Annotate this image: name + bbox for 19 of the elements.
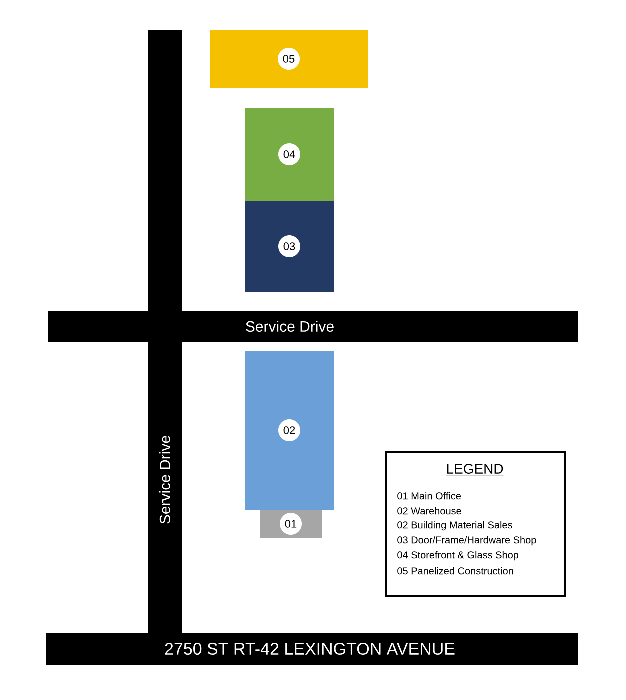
road-label: Service Drive <box>160 436 170 524</box>
road <box>148 342 182 633</box>
legend-entry: 05 Panelized Construction <box>398 567 514 575</box>
legend-entry: 02 Building Material Sales <box>398 521 512 531</box>
road-label: 2750 ST RT-42 LEXINGTON AVENUE <box>165 642 455 656</box>
legend-entry: 03 Door/Frame/Hardware Shop <box>398 536 536 546</box>
road <box>148 30 182 311</box>
road <box>48 311 578 342</box>
legend-entry: 02 Warehouse <box>398 507 462 515</box>
building-block: 02 <box>245 351 334 510</box>
building-block: 01 <box>260 510 322 538</box>
building-block: 05 <box>210 30 368 88</box>
building-block: 03 <box>245 201 334 292</box>
building-block: 04 <box>245 108 334 201</box>
legend-title: LEGEND <box>446 464 504 476</box>
legend-entry: 01 Main Office <box>398 492 462 500</box>
road <box>46 633 578 665</box>
road-label: Service Drive <box>246 321 334 332</box>
legend-entry: 04 Storefront & Glass Shop <box>398 551 518 561</box>
